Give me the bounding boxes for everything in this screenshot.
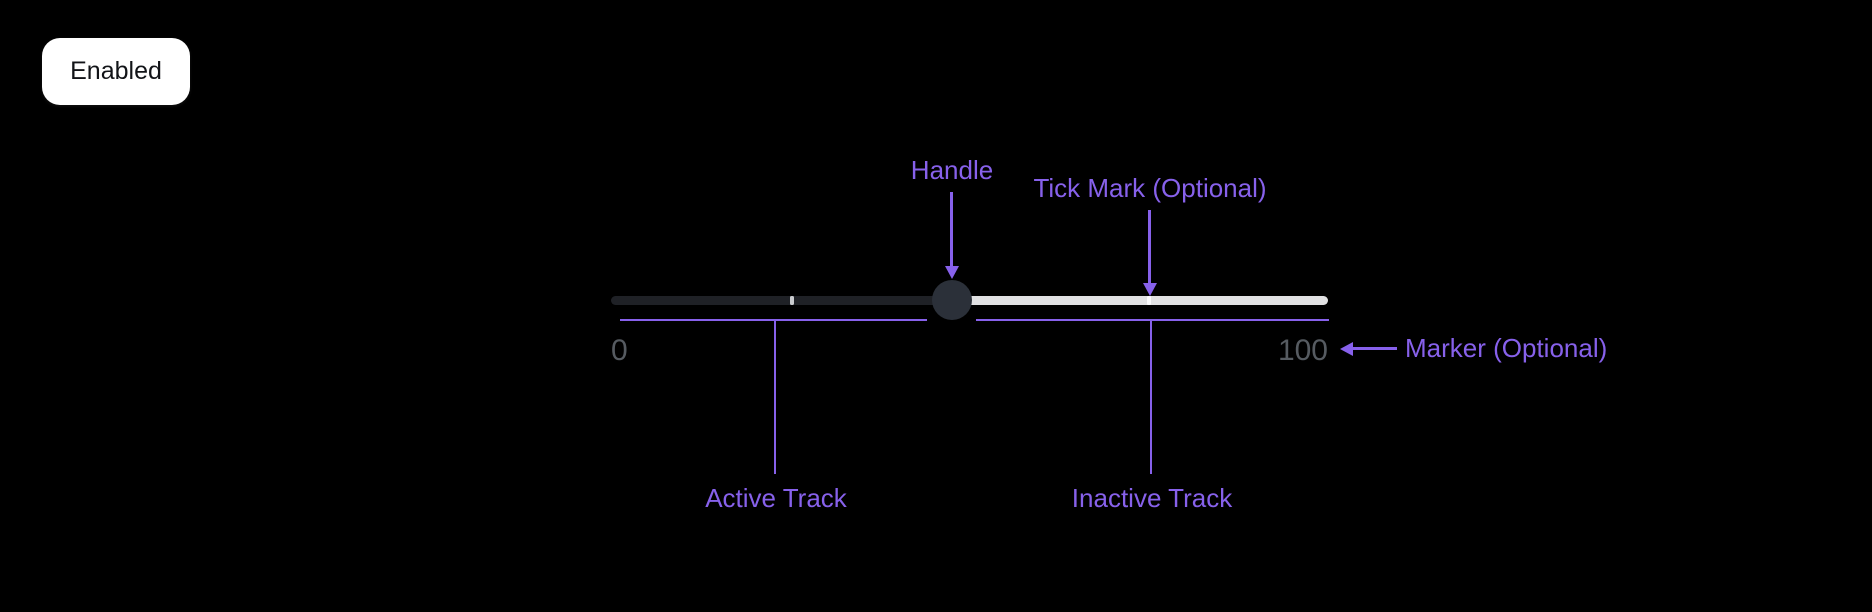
left-arrowhead-icon [1340, 342, 1353, 356]
slider-tick-mark-active [790, 296, 794, 305]
down-arrowhead-icon [945, 266, 959, 279]
marker-annotation-label: Marker (Optional) [1405, 333, 1608, 363]
handle-arrow-line [950, 192, 953, 266]
down-arrowhead-icon [1143, 283, 1157, 296]
slider-active-track[interactable] [611, 296, 952, 305]
slider-tick-mark-inactive [1147, 296, 1151, 305]
slider-max-marker: 100 [1277, 334, 1328, 367]
marker-arrow-line [1353, 347, 1397, 350]
handle-annotation-label: Handle [910, 155, 994, 185]
active-track-annotation-label: Active Track [705, 483, 847, 513]
slider-handle[interactable] [932, 280, 972, 320]
enabled-state-label: Enabled [70, 57, 162, 85]
enabled-state-chip[interactable]: Enabled [42, 38, 190, 105]
bracket-line-inactive [976, 319, 1329, 321]
bracket-line-active [620, 319, 927, 321]
active-track-pointer-line [774, 319, 776, 474]
slider-min-marker: 0 [611, 334, 628, 367]
tick-mark-annotation-label: Tick Mark (Optional) [1033, 173, 1267, 203]
inactive-track-annotation-label: Inactive Track [1071, 483, 1233, 513]
inactive-track-pointer-line [1150, 319, 1152, 474]
tick-mark-arrow-line [1148, 210, 1151, 283]
slider-inactive-track[interactable] [952, 296, 1328, 305]
